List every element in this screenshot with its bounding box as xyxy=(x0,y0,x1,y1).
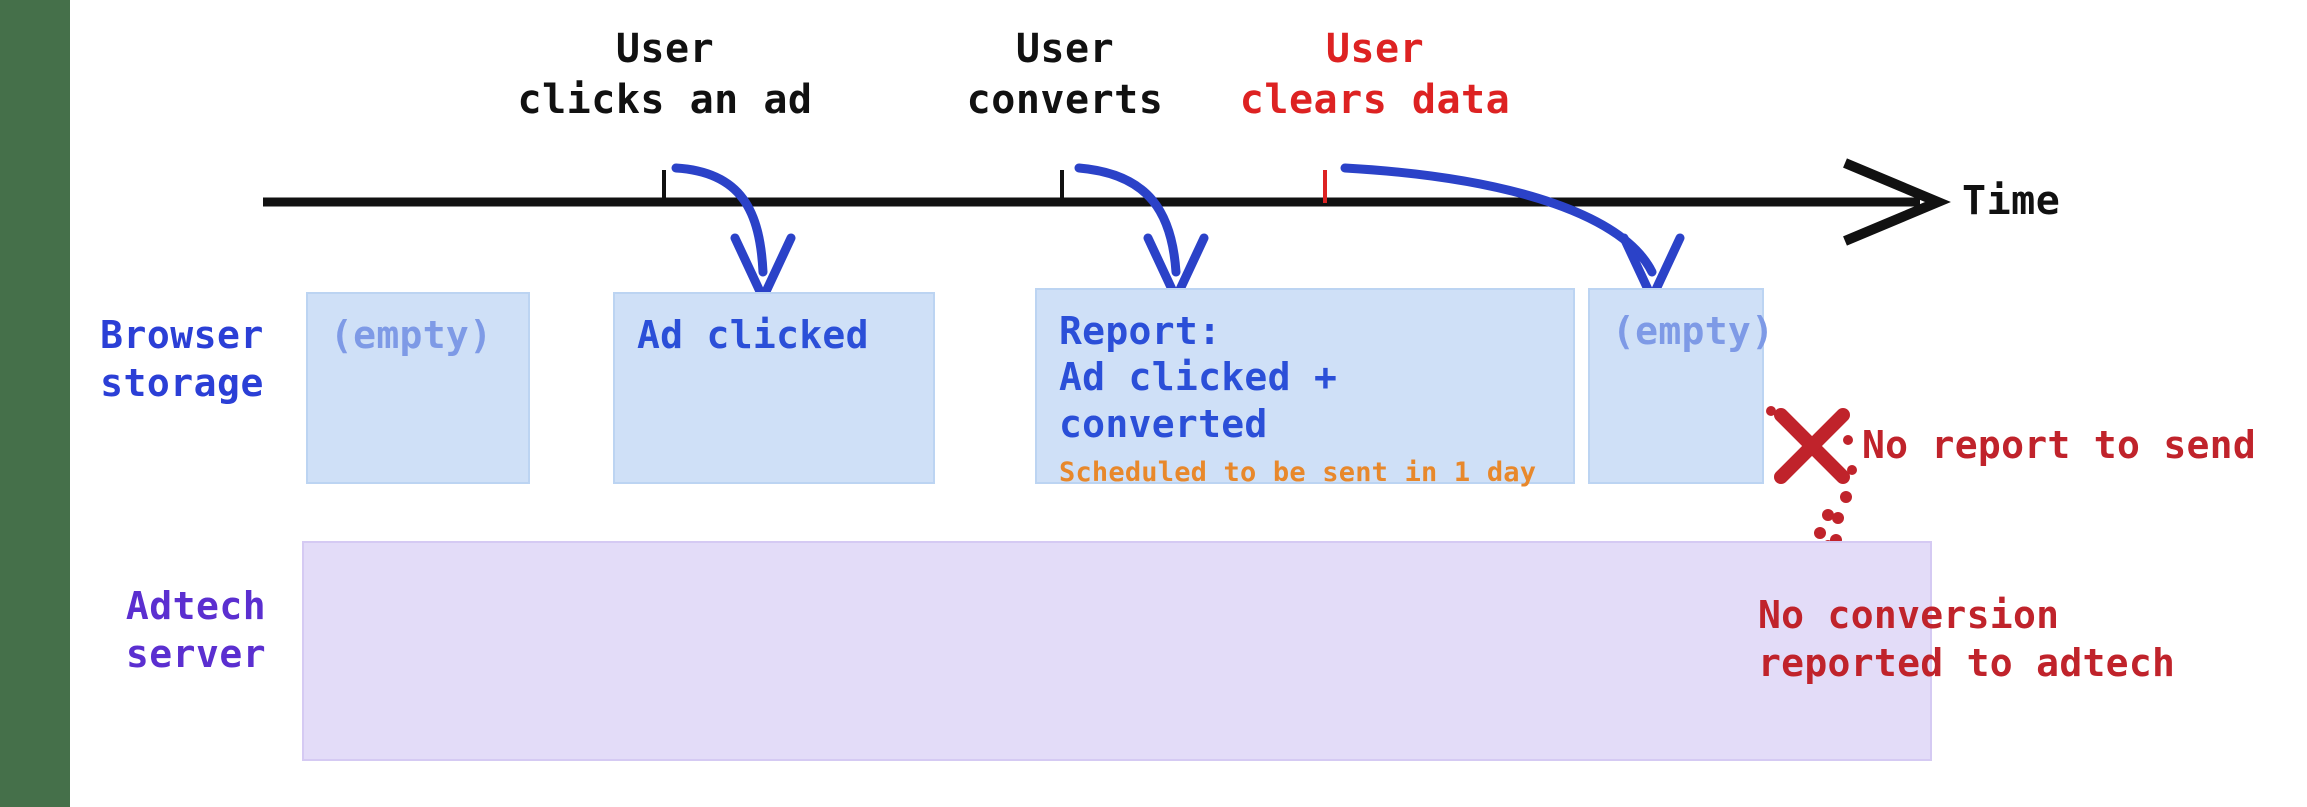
event-label-convert: User converts xyxy=(966,26,1164,124)
time-axis xyxy=(263,158,1951,246)
browser-state-title: Ad clicked xyxy=(637,313,869,357)
annotation-no-conversion-reported: No conversion reported to adtech xyxy=(1758,593,2176,685)
report-schedule-note: Scheduled to be sent in 1 day xyxy=(1059,457,1537,489)
adtech-server-box[interactable] xyxy=(302,541,1932,761)
browser-state-title: (empty) xyxy=(1612,309,1775,353)
x-mark-icon xyxy=(1774,408,1850,484)
arrow-convert-to-box xyxy=(1074,163,1181,277)
browser-state-box-cleared[interactable]: (empty) xyxy=(1588,288,1775,484)
arrowhead-click xyxy=(730,233,796,303)
browser-state-title: (empty) xyxy=(330,313,493,357)
annotation-no-report-to-send: No report to send xyxy=(1862,423,2257,467)
left-edge-strip xyxy=(0,0,70,807)
arrow-click-to-box xyxy=(671,163,768,277)
browser-state-box-clicked[interactable]: Ad clicked xyxy=(613,292,935,484)
time-axis-label: Time xyxy=(1962,178,2061,224)
row-label-browser-storage: Browser storage xyxy=(100,313,264,405)
event-label-clear: User clears data xyxy=(1239,26,1511,124)
browser-state-box-report[interactable]: Report: Ad clicked + converted Scheduled… xyxy=(1035,288,1575,488)
arrow-clear-to-box xyxy=(1340,163,1657,277)
event-label-click: User clicks an ad xyxy=(517,26,813,124)
browser-state-box-initial[interactable]: (empty) xyxy=(306,292,530,484)
browser-state-title: Report: Ad clicked + converted xyxy=(1059,309,1338,446)
row-label-adtech-server: Adtech server xyxy=(125,584,267,676)
